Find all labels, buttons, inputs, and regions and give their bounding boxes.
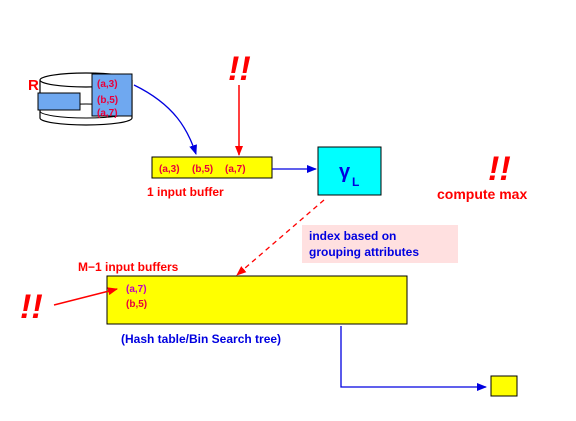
alert-left-arrow (53, 287, 118, 306)
output-buffer (490, 375, 518, 397)
disk-block-tuples (91, 73, 133, 117)
hash-buffers (106, 275, 408, 325)
disk-block-left (37, 92, 81, 111)
operator-subscript: L (352, 175, 359, 189)
compute-label: compute max (437, 186, 527, 202)
output-arrow (340, 326, 487, 391)
relation-tuple-2: (b,5) (97, 95, 118, 106)
alert-top: !! (228, 50, 251, 88)
relation-tuple-3: (a,7) (97, 108, 118, 119)
alert-left: !! (20, 288, 43, 326)
disk-to-buffer-arrow (133, 84, 197, 155)
input-buffer-tuple-3: (a,7) (225, 164, 246, 175)
relation-disk (37, 72, 133, 126)
alert-right: !! (488, 150, 511, 188)
structure-label: (Hash table/Bin Search tree) (121, 332, 281, 346)
buffers-tuple-2: (b,5) (126, 299, 147, 310)
buffers-tuple-1: (a,7) (126, 284, 147, 295)
input-buffer (151, 156, 273, 179)
input-buffer-caption: 1 input buffer (147, 185, 224, 199)
operator-symbol: γ (339, 161, 351, 183)
input-buffer-tuple-2: (b,5) (192, 164, 213, 175)
buffers-caption: M−1 input buffers (78, 260, 179, 274)
input-buffer-tuple-1: (a,3) (159, 164, 180, 175)
index-note-box (302, 225, 458, 263)
index-dashed-arrow (236, 199, 325, 276)
relation-tuple-1: (a,3) (97, 79, 118, 90)
relation-label: R (28, 77, 39, 94)
index-note-line2: grouping attributes (309, 245, 419, 259)
grouping-operator-box (317, 146, 382, 196)
index-note-line1: index based on (309, 229, 396, 243)
